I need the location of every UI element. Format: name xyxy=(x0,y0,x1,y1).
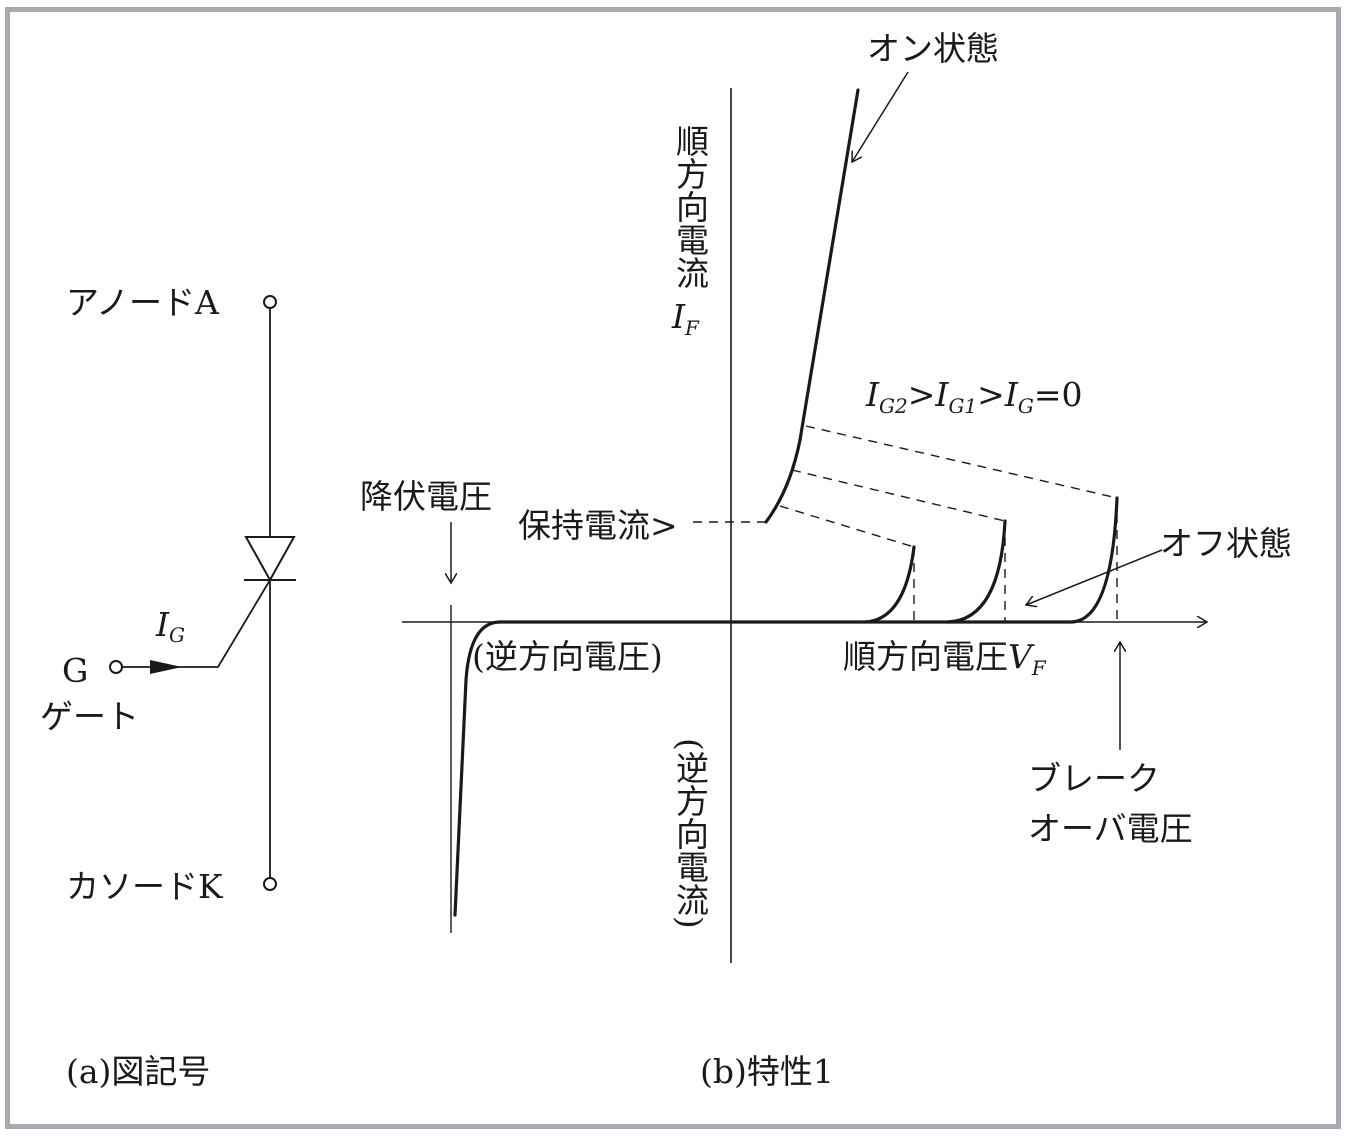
off-state-label: オフ状態 xyxy=(1160,524,1292,563)
breakdown-voltage-label: 降伏電圧 xyxy=(360,477,492,516)
ig2-switch-guide xyxy=(779,505,915,548)
forward-current-label: 順方向電流 xyxy=(671,124,710,289)
gate-current-relation: IG2>IG1>IG=0 xyxy=(865,375,1083,418)
anode-label: アノードA xyxy=(66,283,220,322)
reverse-voltage-label: (逆方向電圧) xyxy=(472,637,663,676)
gate-lead xyxy=(123,579,271,668)
ig1-switch-guide xyxy=(791,469,1006,522)
diode-triangle xyxy=(244,536,296,583)
gate-terminal xyxy=(109,660,123,674)
symbol-caption: (a)図記号 xyxy=(66,1052,210,1091)
gate-current-label: IG xyxy=(155,605,185,647)
forward-current-symbol: IF xyxy=(671,297,700,340)
curve-ig0 xyxy=(1070,496,1119,624)
gate-letter: G xyxy=(62,651,88,690)
on-state-curve xyxy=(764,88,860,524)
gate-label: ゲート xyxy=(40,697,139,736)
holding-current-label: 保持電流> xyxy=(518,506,678,545)
cathode-label: カソードK xyxy=(66,867,224,906)
cathode-terminal xyxy=(263,877,277,891)
off-state-arrow xyxy=(1026,549,1163,605)
breakover-label-line1: ブレーク xyxy=(1028,759,1160,798)
gate-current-arrow xyxy=(150,660,182,674)
on-state-label: オン状態 xyxy=(867,29,999,68)
characteristic-curves xyxy=(453,88,1119,917)
on-state-arrow xyxy=(852,71,909,162)
dashed-guides xyxy=(693,425,1118,622)
curve-ig1 xyxy=(946,519,1007,624)
anode-terminal xyxy=(263,295,277,309)
thyristor-symbol xyxy=(109,295,296,891)
characteristic-caption: (b)特性1 xyxy=(700,1052,834,1091)
breakover-label-line2: オーバ電圧 xyxy=(1028,809,1193,848)
annotation-arrows xyxy=(451,71,1163,750)
curve-ig2 xyxy=(863,545,916,624)
forward-voltage-label: 順方向電圧VF xyxy=(843,637,1047,680)
reverse-breakdown-curve xyxy=(453,620,502,917)
ig0-switch-guide xyxy=(805,425,1118,499)
reverse-current-label: (逆方向電流) xyxy=(671,738,710,929)
